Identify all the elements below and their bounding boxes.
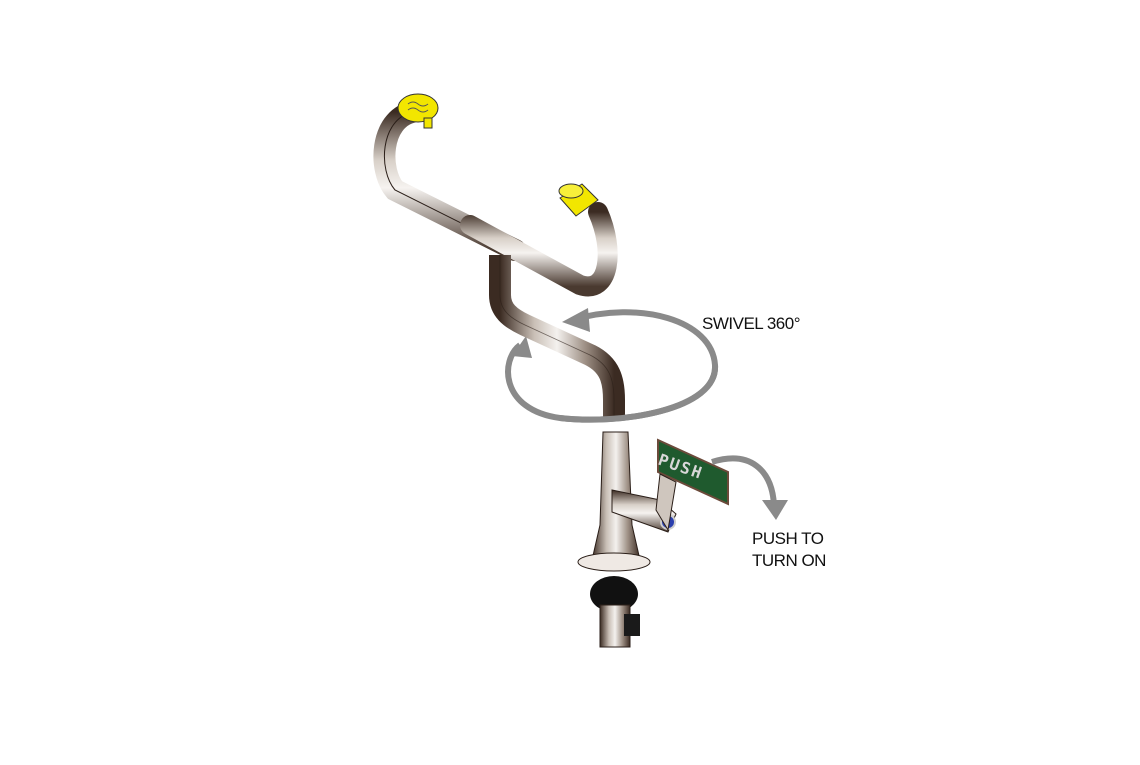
valve-body [577,431,651,648]
right-spray-arm [460,202,618,297]
push-arrow-icon [711,455,788,520]
right-sprayhead-icon [558,183,599,217]
push-handle [611,438,729,533]
swivel-arrow-front [559,364,719,423]
swivel-label: SWIVEL 360° [702,314,801,333]
swivel-pipe [489,255,625,420]
push-label-line2: TURN ON [752,551,826,570]
left-sprayhead-icon [397,93,439,129]
push-label-line1: PUSH TO [752,529,824,548]
push-to-turn-on-label: PUSH TO TURN ON [752,528,826,572]
